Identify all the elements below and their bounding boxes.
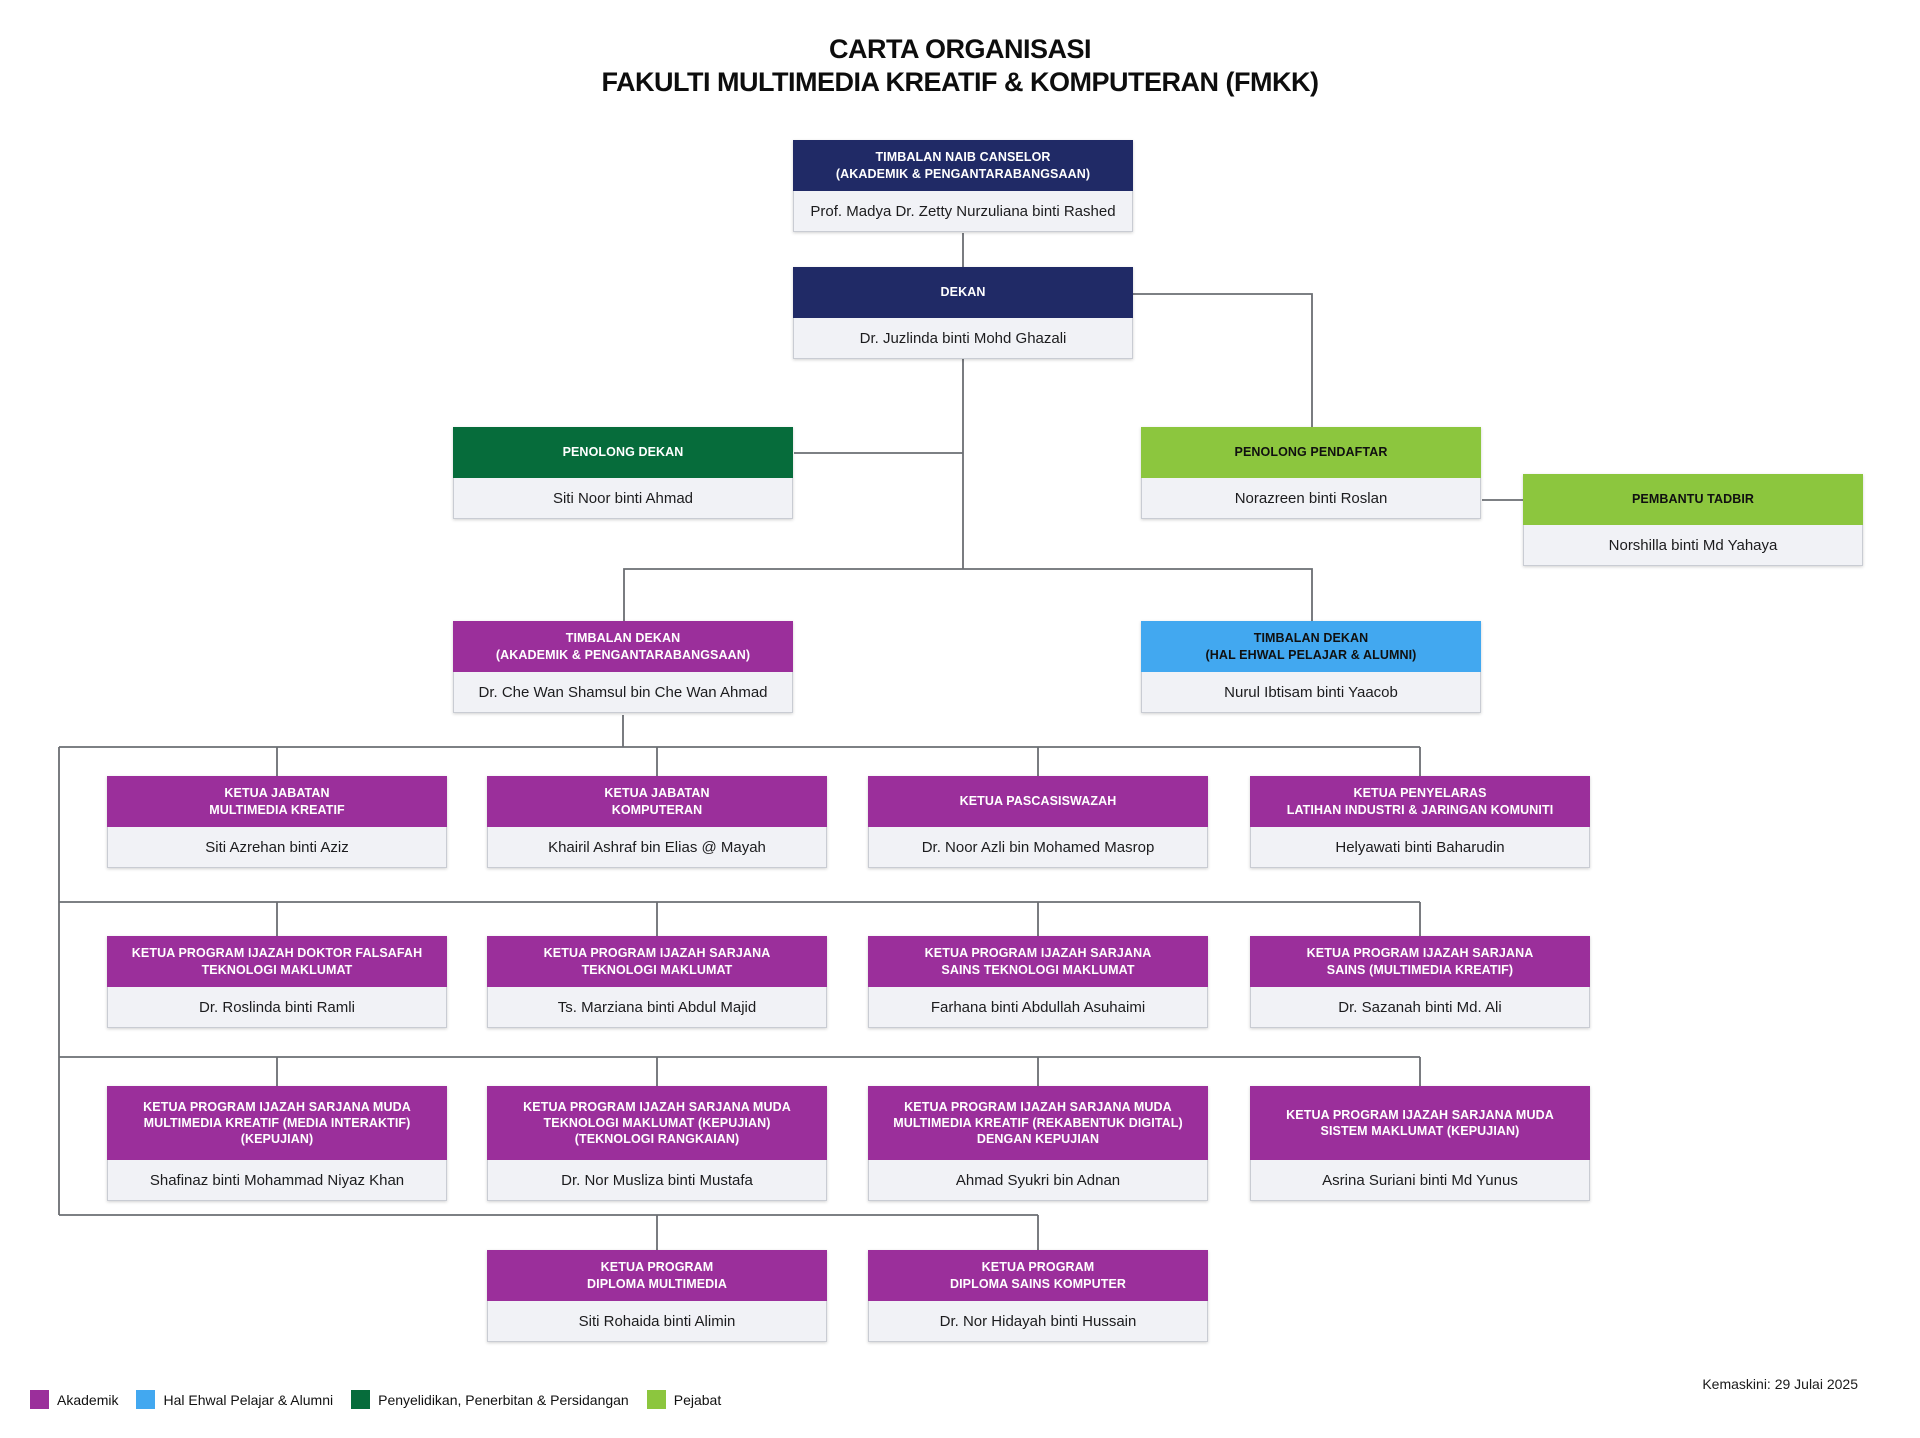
node-person: Farhana binti Abdullah Asuhaimi <box>868 987 1208 1028</box>
legend-item-penyelidikan: Penyelidikan, Penerbitan & Persidangan <box>351 1390 629 1409</box>
node-person: Dr. Juzlinda binti Mohd Ghazali <box>793 318 1133 359</box>
node-kp-diploma-multimedia: KETUA PROGRAM DIPLOMA MULTIMEDIA Siti Ro… <box>487 1250 827 1342</box>
node-person: Dr. Roslinda binti Ramli <box>107 987 447 1028</box>
node-title: KETUA PROGRAM IJAZAH SARJANA SAINS (MULT… <box>1250 936 1590 987</box>
node-kp-sarjana-sains-multimedia-kreatif: KETUA PROGRAM IJAZAH SARJANA SAINS (MULT… <box>1250 936 1590 1028</box>
legend-label: Akademik <box>57 1391 119 1408</box>
node-title: KETUA PROGRAM IJAZAH SARJANA SAINS TEKNO… <box>868 936 1208 987</box>
node-title: KETUA PROGRAM IJAZAH SARJANA TEKNOLOGI M… <box>487 936 827 987</box>
legend-label: Penyelidikan, Penerbitan & Persidangan <box>378 1391 629 1408</box>
node-person: Prof. Madya Dr. Zetty Nurzuliana binti R… <box>793 191 1133 232</box>
legend-swatch-penyelidikan <box>351 1390 371 1409</box>
node-dekan: DEKAN Dr. Juzlinda binti Mohd Ghazali <box>793 267 1133 359</box>
node-timbalan-dekan-hep: TIMBALAN DEKAN (HAL EHWAL PELAJAR & ALUM… <box>1141 621 1481 713</box>
node-title: KETUA PENYELARAS LATIHAN INDUSTRI & JARI… <box>1250 776 1590 827</box>
node-kp-sarjana-teknologi-maklumat: KETUA PROGRAM IJAZAH SARJANA TEKNOLOGI M… <box>487 936 827 1028</box>
node-title: KETUA PROGRAM DIPLOMA MULTIMEDIA <box>487 1250 827 1301</box>
node-person: Asrina Suriani binti Md Yunus <box>1250 1160 1590 1201</box>
node-penolong-dekan: PENOLONG DEKAN Siti Noor binti Ahmad <box>453 427 793 519</box>
node-title: PEMBANTU TADBIR <box>1523 474 1863 525</box>
node-kp-sarjana-sains-teknologi-maklumat: KETUA PROGRAM IJAZAH SARJANA SAINS TEKNO… <box>868 936 1208 1028</box>
legend-item-hal-ehwal-pelajar-alumni: Hal Ehwal Pelajar & Alumni <box>136 1390 333 1409</box>
node-person: Khairil Ashraf bin Elias @ Mayah <box>487 827 827 868</box>
node-person: Dr. Noor Azli bin Mohamed Masrop <box>868 827 1208 868</box>
node-person: Dr. Nor Hidayah binti Hussain <box>868 1301 1208 1342</box>
node-title: KETUA PROGRAM IJAZAH SARJANA MUDA MULTIM… <box>868 1086 1208 1160</box>
node-title: KETUA PROGRAM DIPLOMA SAINS KOMPUTER <box>868 1250 1208 1301</box>
page-title-line2: FAKULTI MULTIMEDIA KREATIF & KOMPUTERAN … <box>601 66 1319 97</box>
node-timbalan-naib-canselor: TIMBALAN NAIB CANSELOR (AKADEMIK & PENGA… <box>793 140 1133 232</box>
legend-swatch-akademik <box>30 1390 49 1409</box>
node-title: DEKAN <box>793 267 1133 318</box>
node-ketua-pascasiswazah: KETUA PASCASISWAZAH Dr. Noor Azli bin Mo… <box>868 776 1208 868</box>
node-kp-sm-teknologi-maklumat-rangkaian: KETUA PROGRAM IJAZAH SARJANA MUDA TEKNOL… <box>487 1086 827 1201</box>
node-ketua-jabatan-multimedia-kreatif: KETUA JABATAN MULTIMEDIA KREATIF Siti Az… <box>107 776 447 868</box>
legend-swatch-hal-ehwal-pelajar-alumni <box>136 1390 156 1409</box>
legend-item-akademik: Akademik <box>30 1390 118 1409</box>
node-title: TIMBALAN NAIB CANSELOR (AKADEMIK & PENGA… <box>793 140 1133 191</box>
node-kp-sm-sistem-maklumat: KETUA PROGRAM IJAZAH SARJANA MUDA SISTEM… <box>1250 1086 1590 1201</box>
legend-label: Hal Ehwal Pelajar & Alumni <box>163 1391 334 1408</box>
node-person: Norazreen binti Roslan <box>1141 478 1481 519</box>
node-title: KETUA JABATAN KOMPUTERAN <box>487 776 827 827</box>
legend-label: Pejabat <box>673 1391 722 1408</box>
node-person: Nurul Ibtisam binti Yaacob <box>1141 672 1481 713</box>
legend: Akademik Hal Ehwal Pelajar & Alumni Peny… <box>30 1390 721 1409</box>
node-person: Dr. Sazanah binti Md. Ali <box>1250 987 1590 1028</box>
node-person: Siti Rohaida binti Alimin <box>487 1301 827 1342</box>
node-person: Siti Azrehan binti Aziz <box>107 827 447 868</box>
node-title: TIMBALAN DEKAN (HAL EHWAL PELAJAR & ALUM… <box>1141 621 1481 672</box>
node-kp-diploma-sains-komputer: KETUA PROGRAM DIPLOMA SAINS KOMPUTER Dr.… <box>868 1250 1208 1342</box>
node-person: Norshilla binti Md Yahaya <box>1523 525 1863 566</box>
node-person: Shafinaz binti Mohammad Niyaz Khan <box>107 1160 447 1201</box>
node-person: Helyawati binti Baharudin <box>1250 827 1590 868</box>
node-title: TIMBALAN DEKAN (AKADEMIK & PENGANTARABAN… <box>453 621 793 672</box>
node-title: KETUA PASCASISWAZAH <box>868 776 1208 827</box>
node-penolong-pendaftar: PENOLONG PENDAFTAR Norazreen binti Rosla… <box>1141 427 1481 519</box>
legend-swatch-pejabat <box>646 1390 666 1409</box>
node-title: KETUA PROGRAM IJAZAH SARJANA MUDA SISTEM… <box>1250 1086 1590 1160</box>
node-person: Dr. Che Wan Shamsul bin Che Wan Ahmad <box>453 672 793 713</box>
node-kp-sm-multimedia-kreatif-rekabentuk-digital: KETUA PROGRAM IJAZAH SARJANA MUDA MULTIM… <box>868 1086 1208 1201</box>
page-title-line1: CARTA ORGANISASI <box>829 34 1092 64</box>
legend-item-pejabat: Pejabat <box>646 1390 722 1409</box>
node-title: PENOLONG DEKAN <box>453 427 793 478</box>
node-person: Ts. Marziana binti Abdul Majid <box>487 987 827 1028</box>
node-person: Ahmad Syukri bin Adnan <box>868 1160 1208 1201</box>
node-title: PENOLONG PENDAFTAR <box>1141 427 1481 478</box>
node-kp-sm-multimedia-kreatif-media-interaktif: KETUA PROGRAM IJAZAH SARJANA MUDA MULTIM… <box>107 1086 447 1201</box>
node-ketua-jabatan-komputeran: KETUA JABATAN KOMPUTERAN Khairil Ashraf … <box>487 776 827 868</box>
page-title: CARTA ORGANISASI FAKULTI MULTIMEDIA KREA… <box>0 33 1920 99</box>
node-person: Dr. Nor Musliza binti Mustafa <box>487 1160 827 1201</box>
node-title: KETUA PROGRAM IJAZAH SARJANA MUDA MULTIM… <box>107 1086 447 1160</box>
node-kp-doktor-falsafah-teknologi-maklumat: KETUA PROGRAM IJAZAH DOKTOR FALSAFAH TEK… <box>107 936 447 1028</box>
node-title: KETUA JABATAN MULTIMEDIA KREATIF <box>107 776 447 827</box>
node-title: KETUA PROGRAM IJAZAH DOKTOR FALSAFAH TEK… <box>107 936 447 987</box>
node-ketua-penyelaras-latihan-industri: KETUA PENYELARAS LATIHAN INDUSTRI & JARI… <box>1250 776 1590 868</box>
node-person: Siti Noor binti Ahmad <box>453 478 793 519</box>
node-title: KETUA PROGRAM IJAZAH SARJANA MUDA TEKNOL… <box>487 1086 827 1160</box>
node-timbalan-dekan-akademik: TIMBALAN DEKAN (AKADEMIK & PENGANTARABAN… <box>453 621 793 713</box>
node-pembantu-tadbir: PEMBANTU TADBIR Norshilla binti Md Yahay… <box>1523 474 1863 566</box>
last-updated: Kemaskini: 29 Julai 2025 <box>1702 1376 1858 1392</box>
